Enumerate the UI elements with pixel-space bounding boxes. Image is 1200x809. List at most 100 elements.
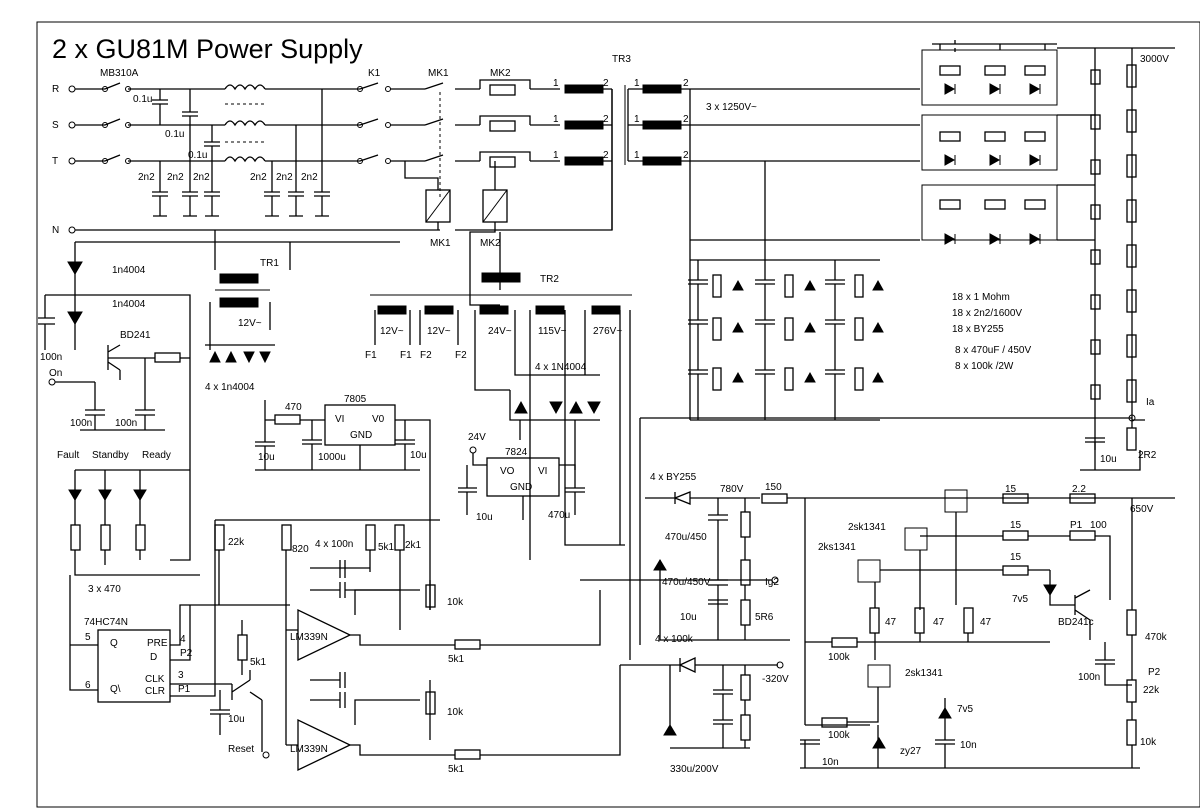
label-labels-mk2: MK2 (490, 68, 511, 79)
label-labels-c10u_b: 10u (410, 450, 427, 461)
label-labels-vo2: VO (500, 466, 515, 477)
label-labels-q: Q (110, 638, 118, 649)
label-labels-tr2: TR2 (540, 274, 559, 285)
svg-text:2: 2 (603, 78, 609, 89)
label-labels-c470u: 470u (548, 510, 570, 521)
svg-text:2: 2 (603, 114, 609, 125)
label-labels-c10u_e: 10u (1100, 454, 1117, 465)
frame (36, 21, 1200, 808)
label-labels-ig2: Ig2 (765, 577, 779, 588)
label-labels-by255: 4 x BY255 (650, 472, 697, 483)
title: 2 x GU81M Power Supply (52, 34, 363, 64)
label-labels-c10u_f: 10u (680, 612, 697, 623)
label-labels-clk: CLK (145, 674, 165, 685)
label-labels-r5k1c: 5k1 (250, 657, 267, 668)
label-labels-c2n2a: 2n2 (138, 172, 155, 183)
label-labels-c10n_b: 10n (960, 740, 977, 751)
mains-section: R S T N MB310A 0.1u 0.1u 0.1u (52, 54, 631, 306)
label-labels-tr3: TR3 (612, 54, 631, 65)
label-labels-x100k: 4 x 100k (655, 634, 694, 645)
label-labels-spec4: 8 x 470uF / 450V (955, 345, 1031, 356)
label-labels-r15a: 15 (1005, 484, 1017, 495)
label-labels-f2b: F2 (455, 350, 467, 361)
label-labels-c01a: 0.1u (133, 94, 152, 105)
label-labels-tr1: TR1 (260, 258, 279, 269)
label-labels-d: D (150, 652, 157, 663)
label-labels-r10kb: 10k (447, 707, 464, 718)
label-labels-spec3: 18 x BY255 (952, 324, 1004, 335)
emi-caps: 2n2 2n2 2n2 2n2 2n2 2n2 (138, 89, 330, 217)
label-labels-clr: CLR (145, 686, 165, 697)
label-labels-r47c: 47 (980, 617, 992, 628)
label-labels-c10u_a: 10u (258, 452, 275, 463)
label-labels-sec5: 276V~ (593, 326, 622, 337)
label-labels-x1250: 3 x 1250V~ (706, 102, 757, 113)
label-labels-r5k1a: 5k1 (378, 542, 395, 553)
label-labels-c2n2c: 2n2 (193, 172, 210, 183)
label-labels-c2n2e: 2n2 (276, 172, 293, 183)
label-labels-v3000: 3000V (1140, 54, 1169, 65)
label-labels-lm2: LM339N (290, 744, 328, 755)
label-labels-mk2b: MK2 (480, 238, 501, 249)
label-labels-bd241c: BD241c (1058, 617, 1094, 628)
screen-supply: 4 x BY255 780V 150 470u/450 470u/450V 10… (580, 418, 1175, 775)
svg-text:1: 1 (553, 78, 559, 89)
label-labels-zy27: zy27 (900, 746, 922, 757)
label-labels-spec2: 18 x 2n2/1600V (952, 308, 1022, 319)
label-labels-b1n4004: 4 x 1N4004 (535, 362, 587, 373)
label-labels-c01b: 0.1u (165, 129, 184, 140)
label-labels-p3: 3 (178, 670, 184, 681)
label-labels-r150: 150 (765, 482, 782, 493)
label-labels-r2r2: 2R2 (1138, 450, 1157, 461)
label-labels-bridge: 4 x 1n4004 (205, 382, 255, 393)
label-labels-fault: Fault (57, 450, 79, 461)
label-labels-c2n2f: 2n2 (301, 172, 318, 183)
label-labels-c470_450a: 470u/450 (665, 532, 707, 543)
label-labels-r15c: 15 (1010, 552, 1022, 563)
label-labels-c01c: 0.1u (188, 150, 207, 161)
label-labels-r47b: 47 (885, 617, 897, 628)
comparator-1 (297, 608, 352, 662)
label-labels-r470: 470 (285, 402, 302, 413)
label-labels-r470k: 470k (1145, 632, 1168, 643)
label-labels-pre: PRE (147, 638, 168, 649)
label-labels-c1000u: 1000u (318, 452, 346, 463)
label-labels-p5: 5 (85, 632, 91, 643)
label-labels-f1a: F1 (365, 350, 377, 361)
label-labels-r22k: 22k (228, 537, 245, 548)
label-labels-gnd: GND (350, 430, 372, 441)
label-labels-reg7824: 7824 (505, 447, 528, 458)
label-labels-v780: 780V (720, 484, 744, 495)
label-labels-r2k1: 2k1 (405, 540, 422, 551)
label-labels-r3x470: 3 x 470 (88, 584, 121, 595)
label-labels-reg7805: 7805 (344, 394, 367, 405)
bridge-1n4004 (205, 344, 275, 364)
label-labels-c2n2d: 2n2 (250, 172, 267, 183)
label-labels-sk2: 2ks1341 (818, 542, 856, 553)
label-labels-r5k1d: 5k1 (448, 764, 465, 775)
label-labels-r15b: 15 (1010, 520, 1022, 531)
label-labels-c10n_a: 10n (822, 757, 839, 768)
label-labels-ic74: 74HC74N (84, 617, 128, 628)
label-labels-mk1b: MK1 (430, 238, 451, 249)
label-labels-r10ka: 10k (447, 597, 464, 608)
label-labels-c2n2b: 2n2 (167, 172, 184, 183)
input-r: R (52, 84, 59, 95)
label-labels-d2: 1n4004 (112, 299, 146, 310)
label-labels-reset: Reset (228, 744, 254, 755)
label-labels-c330: 330u/200V (670, 764, 719, 775)
label-labels-f1b: F1 (400, 350, 412, 361)
svg-text:2: 2 (683, 78, 689, 89)
label-labels-sec1: 12V~ (380, 326, 404, 337)
label-labels-v24: 24V (468, 432, 486, 443)
label-labels-r100kb: 100k (828, 730, 851, 741)
filter-stack (1090, 48, 1137, 450)
label-labels-qbar: Q\ (110, 684, 121, 695)
label-labels-sec4: 115V~ (538, 326, 567, 337)
label-labels-spec5: 8 x 100k /2W (955, 361, 1014, 372)
label-labels-on: On (49, 368, 62, 379)
label-labels-r820: 820 (292, 544, 309, 555)
